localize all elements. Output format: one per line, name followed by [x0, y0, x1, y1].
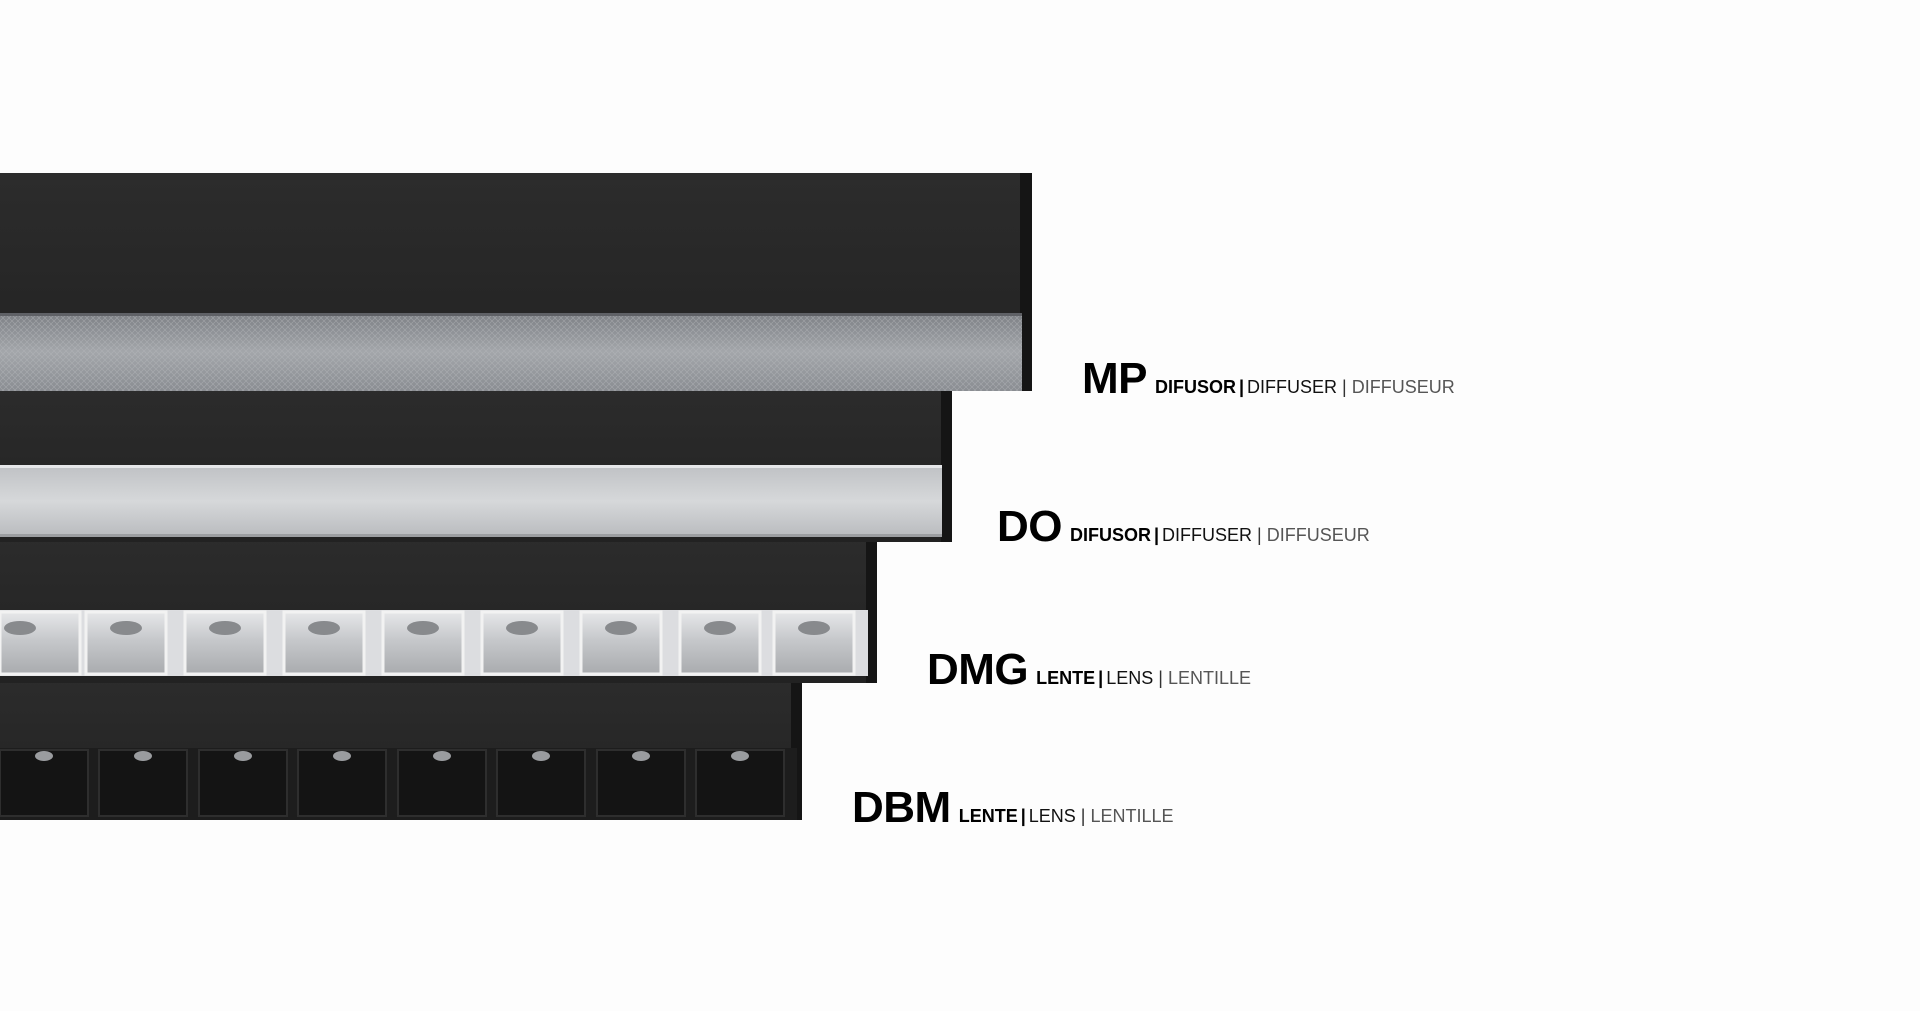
product-code-dmg: DMG	[927, 645, 1029, 694]
term-es-mp: DIFUSOR	[1155, 377, 1236, 397]
fixture-do	[0, 385, 952, 542]
product-code-mp: MP	[1082, 354, 1148, 403]
term-fr-dmg: LENTILLE	[1167, 668, 1251, 688]
dmg-lens-cells	[0, 610, 856, 676]
term-en-dmg: LENS	[1106, 668, 1154, 688]
term-fr-dbm: LENTILLE	[1090, 806, 1174, 826]
fixture-dmg	[0, 535, 877, 683]
term-en-dbm: LENS	[1028, 806, 1076, 826]
fixture-mp	[0, 173, 1032, 391]
term-fr-do: DIFFUSEUR	[1266, 525, 1370, 545]
term-en-mp: DIFFUSER	[1247, 377, 1338, 397]
fixture-dbm	[0, 675, 802, 820]
term-es-dbm: LENTE	[958, 806, 1018, 826]
product-code-dbm: DBM	[852, 783, 951, 832]
term-en-do: DIFFUSER	[1162, 525, 1253, 545]
dbm-reflector-cells	[0, 749, 785, 817]
term-es-dmg: LENTE	[1036, 668, 1096, 688]
term-fr-mp: DIFFUSEUR	[1351, 377, 1455, 397]
term-es-do: DIFUSOR	[1070, 525, 1151, 545]
product-code-do: DO	[997, 502, 1063, 551]
